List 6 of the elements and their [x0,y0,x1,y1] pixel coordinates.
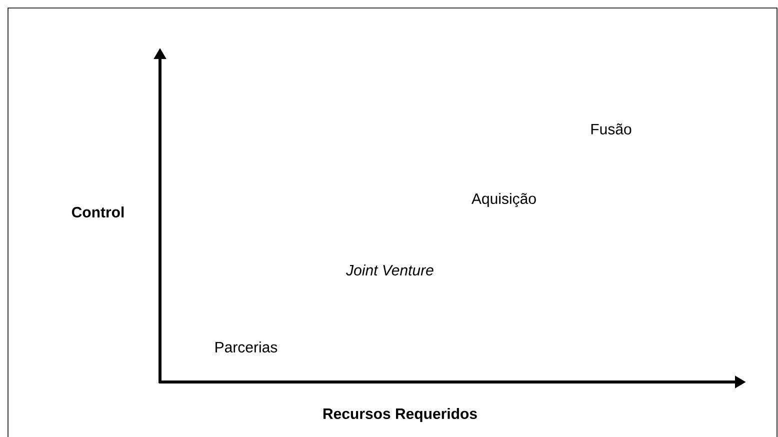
quadrant-label: Fusão [591,124,632,134]
quadrant-label: Joint Venture [346,264,434,276]
quadrant-label: Parcerias [216,342,278,352]
quadrant-label: Aquisição [472,192,536,208]
axis-title: Recursos Requeridos [323,408,477,422]
axis-title: Control [72,206,124,218]
